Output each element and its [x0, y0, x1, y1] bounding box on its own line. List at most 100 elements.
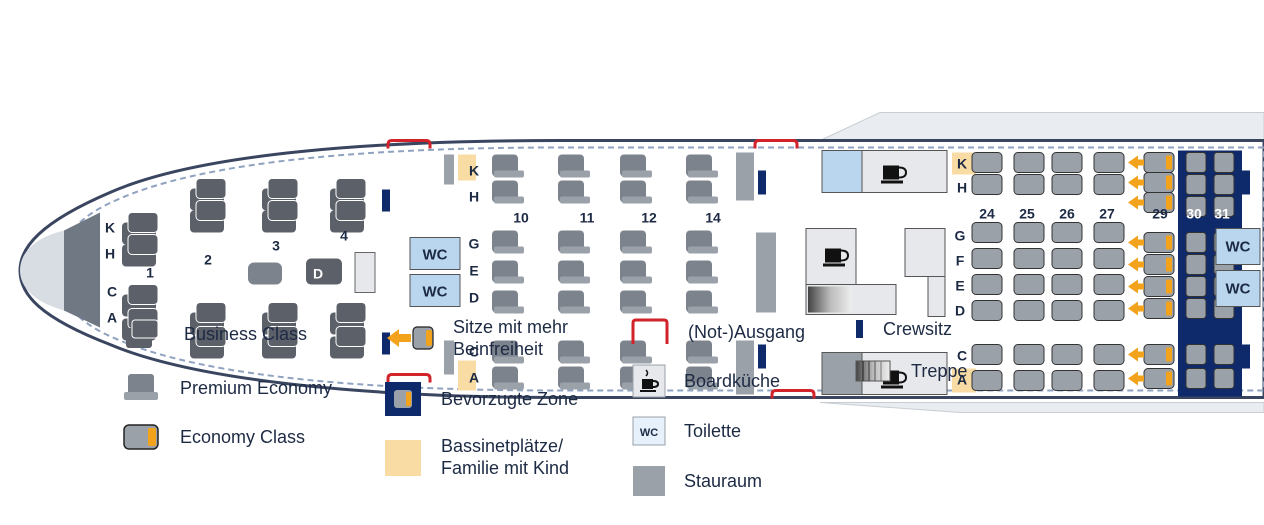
business-row-label-4: 4 [340, 228, 348, 244]
legroom-arrow-1-1 [1128, 257, 1144, 272]
toilet-3 [1215, 228, 1261, 265]
economy-legroom-seat-0-2-legroom [1166, 195, 1172, 210]
toilet-1 [409, 237, 461, 270]
storage-icon [633, 466, 665, 496]
economy-seat-1-7 [971, 344, 1003, 365]
galley-cup-3 [825, 248, 841, 263]
legend-crew-label: Crewsitz [883, 319, 953, 339]
toilet-2 [409, 274, 461, 307]
business-seat-3-kh-bottom [267, 200, 299, 221]
premium-row-label-12: 12 [641, 210, 657, 226]
legroom-arrow-1-0 [1128, 235, 1144, 250]
business-letter-K: K [105, 220, 115, 236]
legend-economy-label: Economy Class [180, 427, 306, 447]
toilet-4-label: WC [1226, 281, 1251, 298]
storage-mid-center [756, 232, 776, 313]
business-letter-H: H [105, 246, 115, 262]
legend-business: Business Class [122, 316, 307, 352]
economy-row-label-29: 29 [1152, 206, 1168, 222]
legroom-arrow-0-0 [1128, 155, 1144, 170]
economy-row-label-25: 25 [1019, 206, 1035, 222]
legend-bassinet-line2: Familie mit Kind [441, 458, 570, 478]
premium-row-label-11: 11 [580, 210, 595, 226]
legroom-arrow-0-3 [1128, 347, 1144, 362]
galley-4 [904, 228, 946, 277]
economy-letter-K: K [957, 156, 967, 172]
legend-economy: Economy Class [122, 422, 305, 452]
economy-preferred-seat-1-2 [1185, 174, 1207, 195]
legend-stairs: Treppe [855, 360, 967, 382]
premium-seat-4-g-tray [688, 246, 718, 254]
economy-row-label-26: 26 [1059, 206, 1075, 222]
premium-row-label-14: 14 [705, 210, 721, 226]
economy-preferred-mid-seat-1-1 [1185, 232, 1207, 253]
economy-seat-3-7 [1051, 344, 1083, 365]
legend-exit-label: (Not-)Ausgang [688, 322, 806, 342]
economy-letter-D: D [955, 303, 965, 319]
business-seat-1-kh-top [127, 212, 159, 233]
economy-seat-1-2 [971, 174, 1003, 195]
galley-cup-handle-1 [898, 166, 908, 179]
premium-seat-4-h-tray [688, 196, 718, 204]
legend-premium: Premium Economy [122, 372, 332, 404]
business-row-label-1: 1 [146, 265, 154, 281]
economy-letter-C: C [957, 348, 967, 364]
premium-letter-K: K [469, 163, 479, 179]
premium-seat-1-a-tray [494, 382, 524, 390]
business-seat-2-ca-top [195, 302, 227, 323]
crew-seat-4 [758, 344, 766, 369]
legend-toilet-label: Toilette [684, 421, 742, 441]
economy-preferred-seat-2-1 [1213, 152, 1235, 173]
legroom-arrow-1-2 [1128, 279, 1144, 294]
economy-letter-F: F [956, 253, 965, 269]
legend-toilet: WC Toilette [632, 416, 741, 446]
storage-premium-bottom [444, 340, 454, 375]
premium-row-label-10: 10 [513, 210, 529, 226]
economy-preferred-seat-2-4 [1213, 344, 1235, 365]
economy-row-label-30: 30 [1186, 206, 1202, 222]
business-center-seat-d [306, 258, 342, 285]
economy-letter-H: H [957, 180, 967, 196]
economy-seat-1-4 [971, 248, 1003, 269]
legend-galley: Boardküche [632, 364, 780, 398]
economy-letter-E: E [955, 278, 964, 294]
business-row-label-2: 2 [204, 252, 212, 268]
crew-seat-icon [856, 320, 863, 338]
fuselage-inner [60, 146, 1264, 392]
premium-letter-E: E [469, 263, 478, 279]
economy-preferred-seat-1-1 [1185, 152, 1207, 173]
stairs [808, 286, 852, 313]
business-seat-3-ca-top [267, 302, 299, 323]
galley-saucer-3 [823, 263, 845, 267]
legroom-arrow-icon [387, 326, 434, 350]
business-seat-4-kh-bottom [335, 200, 367, 221]
legend-bassinet-line1: Bassinetplätze/ [441, 436, 564, 456]
economy-seat-4-4 [1093, 248, 1125, 269]
legroom-arrow-0-2 [1128, 195, 1144, 210]
legend-galley-label: Boardküche [684, 371, 781, 391]
economy-legroom-seat-0-0-legroom [1166, 155, 1172, 170]
bassinet-icon [385, 440, 421, 476]
economy-seat-2-6 [1013, 300, 1045, 321]
economy-seat-1-8 [971, 370, 1003, 391]
legroom-arrow-0-1 [1128, 175, 1144, 190]
premium-seat-2-c-tray [560, 356, 590, 364]
legend-preferred-label: Bevorzugte Zone [441, 389, 579, 409]
premium-seat-2-g-tray [560, 246, 590, 254]
premium-seat-1-e-tray [494, 276, 524, 284]
economy-seat-3-5 [1051, 274, 1083, 295]
economy-seat-2-8 [1013, 370, 1045, 391]
galley-saucer-2 [881, 385, 903, 389]
toilet-icon-label: WC [640, 427, 658, 439]
premium-seat-4-k-tray [688, 170, 718, 178]
economy-seat-1-6 [971, 300, 1003, 321]
economy-seat-3-6 [1051, 300, 1083, 321]
business-seat-4-ca-bottom [335, 326, 367, 347]
galley-5 [927, 276, 946, 317]
economy-seat-icon [123, 424, 159, 450]
legend-legroom: Sitze mit mehr Beinfreiheit [385, 316, 568, 360]
premium-seat-1-g-tray [494, 246, 524, 254]
premium-seat-2-k-tray [560, 170, 590, 178]
business-seat-2-kh-bottom [195, 200, 227, 221]
economy-seat-2-4 [1013, 248, 1045, 269]
